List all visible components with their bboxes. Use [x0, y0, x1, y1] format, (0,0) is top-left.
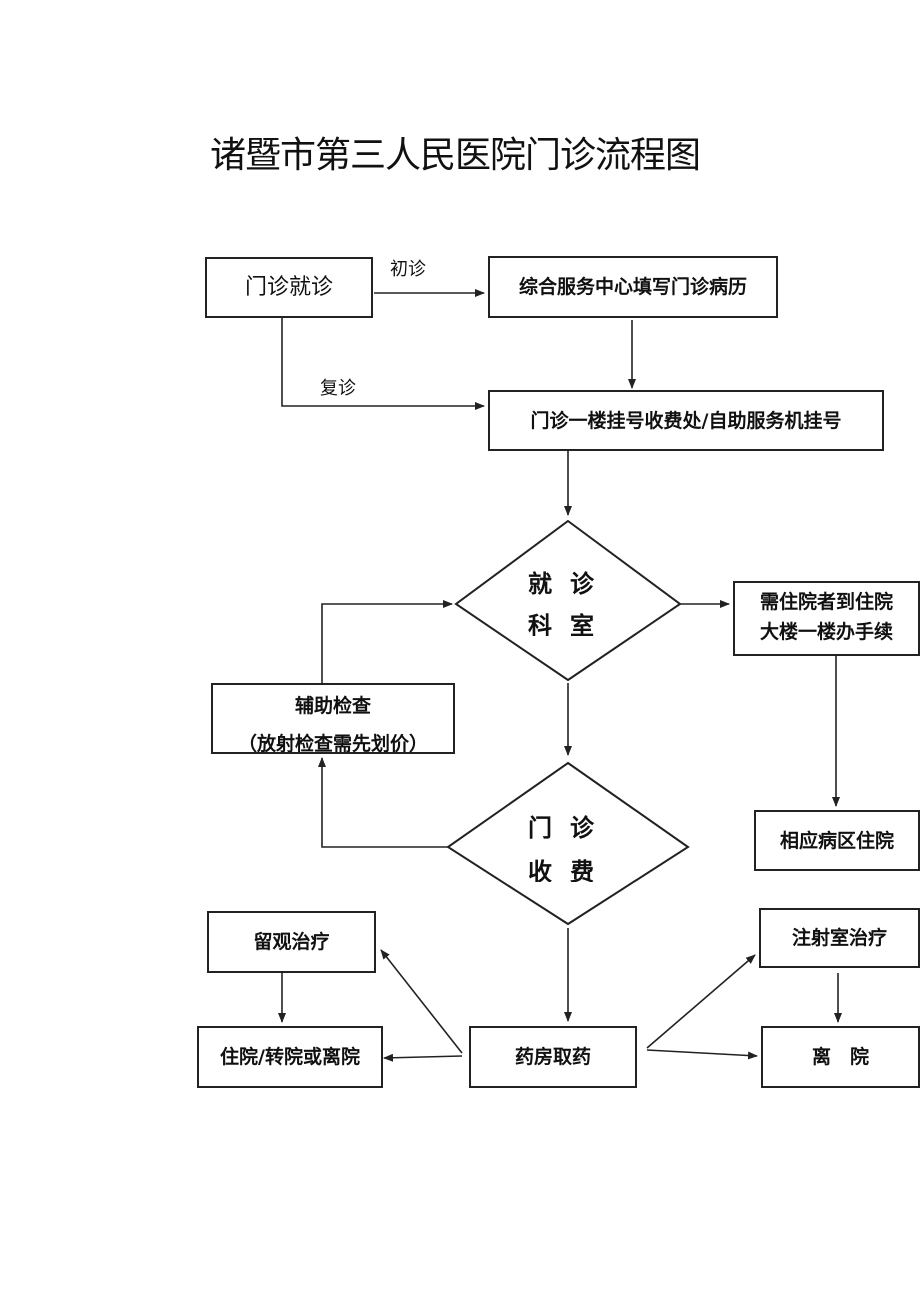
exam-line-2: （放射检查需先划价） — [237, 733, 428, 754]
arrow-pharmacy-to-discharge — [383, 1053, 463, 1062]
consult-room-text: 就诊 科室 — [500, 568, 640, 636]
node-discharge-transfer: 住院/转院或离院 — [197, 1026, 383, 1088]
label-return-visit: 复诊 — [320, 378, 356, 399]
node-outpatient: 门诊就诊 — [205, 257, 373, 318]
node-registration: 门诊一楼挂号收费处/自助服务机挂号 — [488, 390, 884, 451]
node-observation: 留观治疗 — [207, 911, 376, 973]
label-first-visit: 初诊 — [390, 259, 426, 280]
payment-line-1: 门诊 — [528, 814, 612, 842]
page-title: 诸暨市第三人民医院门诊流程图 — [210, 135, 701, 176]
node-pharmacy: 药房取药 — [469, 1026, 637, 1088]
consult-line-1: 就诊 — [528, 570, 612, 598]
node-auxiliary-exam: 辅助检查 （放射检查需先划价） — [211, 683, 455, 754]
arrow-pharmacy-to-leave — [646, 1049, 758, 1060]
payment-diamond — [446, 761, 690, 926]
arrow-pharmacy-to-observation — [380, 949, 463, 1054]
payment-text: 门诊 收费 — [500, 812, 640, 882]
admission-line-1: 需住院者到住院 — [759, 591, 893, 613]
node-service-center: 综合服务中心填写门诊病历 — [488, 256, 778, 318]
arrow-payment-to-exam — [318, 757, 448, 848]
node-injection: 注射室治疗 — [759, 908, 920, 968]
arrow-exam-to-consult — [321, 600, 453, 683]
node-leave: 离 院 — [761, 1026, 920, 1088]
payment-line-2: 收费 — [528, 858, 612, 882]
exam-line-1: 辅助检查 — [294, 695, 371, 717]
consult-line-2: 科室 — [528, 612, 612, 636]
arrow-pharmacy-to-injection — [646, 954, 756, 1049]
node-ward: 相应病区住院 — [754, 810, 920, 871]
admission-line-2: 大楼一楼办手续 — [759, 621, 893, 643]
node-inpatient-admission: 需住院者到住院 大楼一楼办手续 — [733, 581, 920, 656]
consult-room-diamond — [454, 519, 682, 682]
arrow-return-visit — [281, 318, 485, 410]
